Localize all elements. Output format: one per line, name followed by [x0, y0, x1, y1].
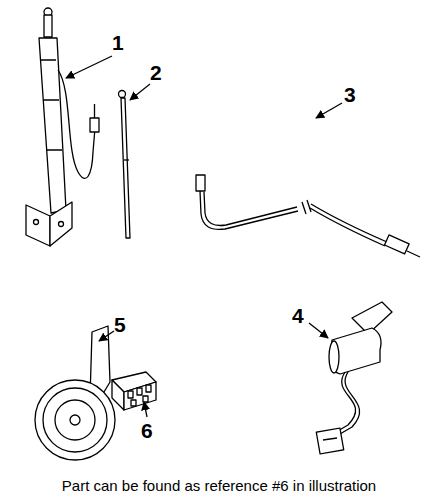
- caption: Part can be found as reference #6 in ill…: [0, 477, 438, 495]
- callout-number: 3: [344, 84, 356, 105]
- callout-number: 2: [150, 62, 162, 83]
- callout-number: 1: [112, 32, 124, 53]
- callout-number: 6: [141, 420, 153, 441]
- relay-module: [316, 302, 392, 454]
- callout-number: 5: [114, 314, 126, 335]
- antenna-mast: [119, 91, 131, 239]
- leader-lines: [66, 56, 342, 417]
- horn-relay: [112, 372, 156, 410]
- callout-number: 4: [292, 305, 304, 326]
- antenna-cable: [196, 175, 420, 257]
- antenna-assembly: [26, 8, 99, 246]
- horn: [35, 326, 115, 460]
